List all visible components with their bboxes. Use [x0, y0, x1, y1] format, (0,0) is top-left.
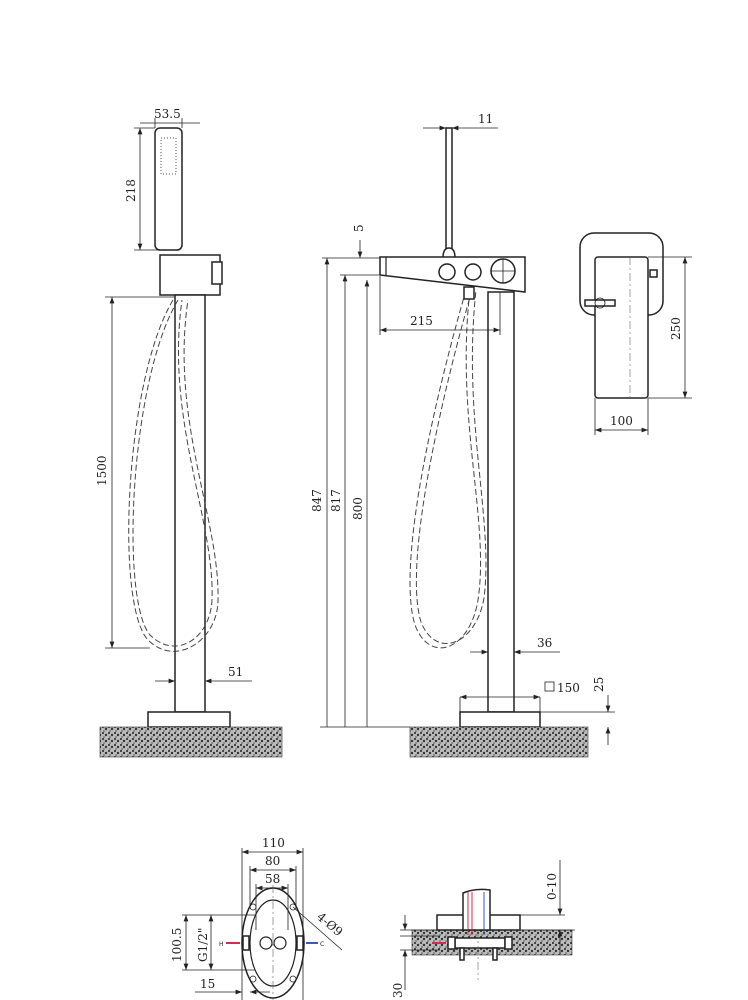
- dim-height-body: 800: [351, 497, 365, 520]
- square-symbol: [544, 681, 555, 692]
- body-outline: [594, 256, 649, 399]
- dim-base-height: 25: [592, 677, 606, 692]
- handset-spray-holes: [160, 137, 177, 175]
- base: [147, 711, 231, 728]
- dim-spout-offset: 5: [352, 224, 366, 232]
- dim-handset-width: 53.5: [154, 107, 181, 121]
- side-view: 53.5 218 1500 51: [95, 107, 283, 758]
- dim-pole-diameter: 51: [228, 665, 243, 679]
- diverter-knob[interactable]: [438, 263, 456, 281]
- shower-rod: [445, 127, 453, 251]
- handset-holder: [159, 254, 221, 296]
- dim-depth: 30: [391, 983, 405, 998]
- dim-top-depth: 250: [669, 317, 683, 340]
- dim-top-width: 100: [610, 414, 633, 428]
- top-view: 250 100: [579, 232, 692, 435]
- dim-inlet-spacing: 58: [265, 872, 280, 886]
- dim-hose-length: 1500: [95, 455, 109, 486]
- ground: [409, 726, 589, 758]
- mounting-plate: H C 110 80 58 100.5 G1/2" 15 4-Ø9: [170, 836, 345, 1000]
- dim-base-size: 150: [557, 681, 580, 695]
- dim-adjustment: 0-10: [545, 873, 559, 900]
- dim-rod-diameter: 11: [478, 112, 493, 126]
- dim-outer-width: 110: [262, 836, 285, 850]
- handset: [154, 127, 183, 251]
- ground: [99, 726, 283, 758]
- temperature-knob[interactable]: [464, 263, 482, 281]
- front-view: 11 5 847 817 800 215 36 150 25: [310, 112, 615, 758]
- dim-height-spout: 817: [329, 489, 343, 512]
- dim-spout-reach: 215: [410, 314, 433, 328]
- dim-handset-height: 218: [124, 179, 138, 202]
- dim-plate-height: 100.5: [170, 928, 184, 962]
- dim-offset: 15: [200, 977, 215, 991]
- mounting-holes-label: 4-Ø9: [314, 910, 345, 939]
- dim-height-total: 847: [310, 489, 324, 512]
- hose: [132, 299, 213, 647]
- pole-section: [462, 888, 491, 931]
- hot-label: H: [219, 941, 224, 948]
- cold-label: C: [320, 941, 324, 948]
- base: [459, 711, 541, 728]
- thread-size: G1/2": [196, 928, 210, 962]
- pole: [487, 291, 515, 713]
- dim-hole-spacing: 80: [265, 854, 280, 868]
- pole: [174, 294, 206, 713]
- dim-pole-diameter: 36: [537, 636, 552, 650]
- installation-section: 30 0-10: [391, 860, 575, 998]
